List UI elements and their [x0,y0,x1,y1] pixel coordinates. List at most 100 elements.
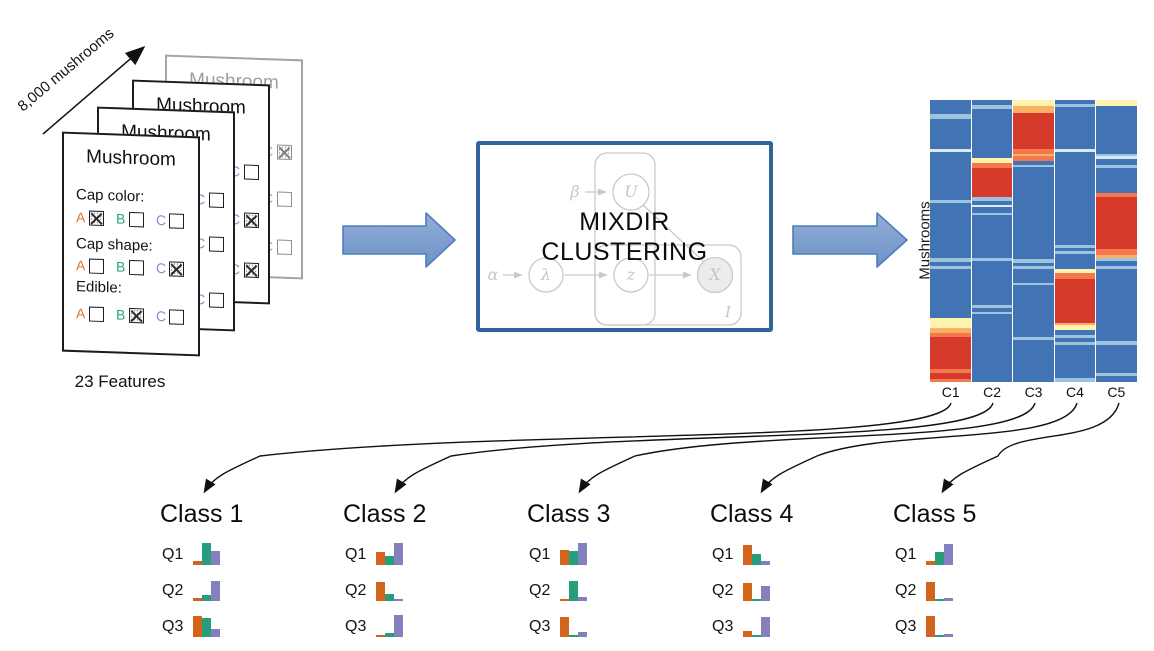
question-label: Q2 [712,582,734,599]
heatmap-segment [1096,105,1137,154]
distribution-bar [376,635,385,637]
heatmap-segment [930,269,971,319]
distribution-bar [193,561,202,565]
heatmap-segment [971,109,1013,158]
heatmap-segment [971,215,1013,259]
heatmap-segment [971,314,1013,382]
distribution-bars [560,617,587,637]
heatmap-segment [1054,152,1096,246]
heatmap-segment [1054,325,1096,330]
distribution-bar [743,583,752,601]
distribution-bar [578,597,587,601]
heatmap-segment [971,205,1013,208]
heatmap-segment [971,258,1013,262]
distribution-bars [376,615,403,637]
question-distribution-row: Q3 [527,611,697,637]
heatmap-segment [1096,153,1137,157]
distribution-bar [935,599,944,601]
question-label: Q3 [162,618,184,635]
heatmap-column [971,100,1014,382]
heatmap-segment [1054,107,1096,150]
heatmap-segment [930,152,971,201]
heatmap-segment [930,261,971,266]
distribution-bar [394,543,403,565]
heatmap-segment [1096,249,1137,256]
distribution-bar [944,544,953,565]
mixdir-title-line1: MIXDIR [579,207,670,236]
distribution-bar [944,634,953,637]
heatmap-segment [1054,253,1096,270]
heatmap-segment [1096,255,1137,258]
question-distribution-row: Q3 [893,611,1063,637]
heatmap-segment [930,372,971,380]
node-label-lambda: λ [540,265,551,284]
question-label: Q3 [529,618,551,635]
flow-arrow-left [342,212,456,268]
question-label: Q1 [529,546,551,563]
heatmap-segment [971,261,1013,306]
heatmap-segment [971,162,1013,168]
heatmap-segment [930,257,971,262]
heatmap-segment [971,100,1013,106]
node-label-beta: β [569,182,579,201]
distribution-bars [193,616,220,637]
node-label-X: X [707,265,721,284]
heatmap-segment [1013,259,1054,263]
distribution-bar [743,631,752,637]
distribution-bars [376,543,403,565]
distribution-bars [193,543,220,565]
heatmap-segment [930,202,971,258]
heatmap-segment [1096,266,1137,270]
heatmap-segment [1054,345,1096,378]
heatmap-segment [1013,285,1054,337]
heatmap-segment [1054,322,1096,326]
heatmap-segment [971,201,1013,206]
heatmap-segment [1096,373,1137,376]
features-count-label: 23 Features [74,372,166,391]
question-distribution-row: Q1 [527,539,697,565]
heatmap-segment [1096,257,1137,262]
node-label-U: U [624,182,638,201]
question-label: Q1 [895,546,917,563]
heatmap-segment [1054,248,1096,251]
distribution-bar [752,635,761,637]
class-title: Class 1 [160,500,244,528]
distribution-bar [385,594,394,601]
heatmap-segment [1054,377,1096,382]
plate-inner [594,244,742,326]
distribution-bar [202,595,211,601]
cluster-label: C4 [1065,384,1084,400]
node-label-z: z [626,265,636,284]
distribution-bar [743,545,752,565]
heatmap-segment [1096,344,1137,374]
distribution-bar [394,615,403,637]
distribution-bar [926,582,935,601]
distribution-bar [935,635,944,637]
node-lambda [528,257,564,293]
question-label: Q1 [712,546,734,563]
heatmap-segment [1013,262,1054,267]
distribution-bar [211,551,220,565]
heatmap-segment [1013,336,1054,340]
heatmap-segment [1013,282,1054,286]
distribution-bars [193,581,220,601]
distribution-bar [560,617,569,637]
class-title: Class 5 [893,500,977,528]
heatmap-segment [1013,164,1054,168]
heatmap-segment [1054,269,1096,274]
heatmap-segment [1013,156,1054,161]
heatmap-segment [1096,167,1137,194]
node-z [613,257,649,293]
question-distribution-row: Q2 [160,575,330,601]
question-distribution-row: Q2 [710,575,880,601]
heatmap-segment [1013,153,1054,157]
heatmap-segment [1096,156,1137,160]
distribution-bars [926,616,953,637]
distribution-bar [761,586,770,601]
distribution-bar [202,543,211,565]
heatmap-segment [930,118,971,150]
cluster-label: C5 [1107,384,1126,400]
question-label: Q2 [162,582,184,599]
